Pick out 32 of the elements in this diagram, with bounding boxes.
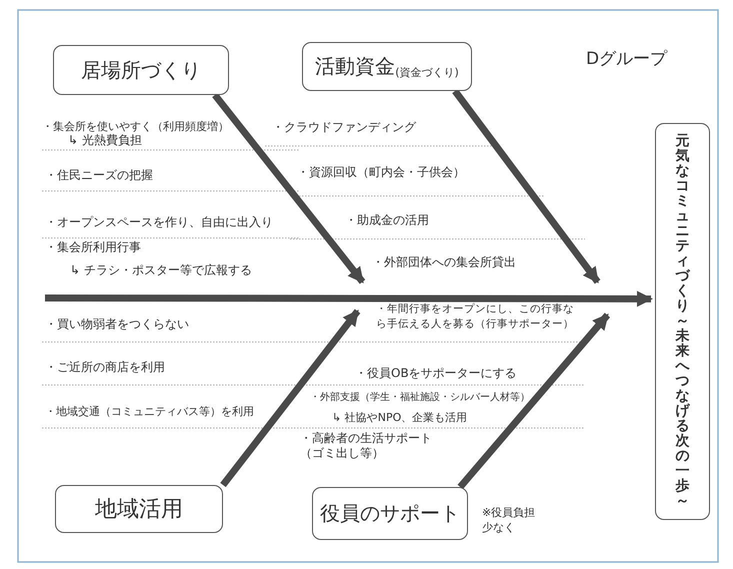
item-text: ・助成金の活用: [345, 213, 429, 228]
box-subheading: (資金づくり): [395, 65, 459, 81]
category-box: [302, 42, 472, 91]
item-text: ・地域交通（コミュニティバス等）を利用: [45, 404, 254, 419]
item-text: ・外部支援（学生・福祉施設・シルバー人材等）: [310, 390, 530, 405]
group-label: Dグループ: [586, 52, 668, 67]
item-text: ↳ チラシ・ポスター等で広報する: [70, 263, 252, 278]
item-text: ・資源回収（町内会・子供会）: [297, 165, 465, 180]
category-box: 居場所づくり: [53, 45, 229, 95]
item-text: ・外部団体への集会所貸出: [372, 255, 516, 270]
item-text: ・高齢者の生活サポート（ゴミ出し等）: [300, 431, 433, 461]
item-text: ・集会所利用行事: [45, 240, 141, 255]
effect-box: 元気なコミュニティづくり～未来へつなげる次の一歩～: [655, 123, 710, 520]
item-text: ・年間行事をオープンにし、この行事なら手伝える人を募る（行事サポーター）: [376, 302, 574, 332]
item-text: ・集会所を使いやすく（利用頻度増）: [42, 119, 229, 134]
arrow: [452, 88, 600, 284]
item-text: ・ご近所の商店を利用: [45, 360, 165, 375]
note-text: ※役員負担少なく: [482, 505, 536, 535]
item-text: ・住民ニーズの把握: [45, 168, 153, 183]
item-text: ・役員OBをサポーターにする: [355, 366, 517, 381]
item-text: ↳ 社協やNPO、企業も活用: [332, 410, 468, 425]
arrow: [45, 290, 653, 307]
arrow: [220, 309, 360, 488]
arrow: [212, 92, 366, 284]
item-text: ・オープンスペースを作り、自由に出入り: [45, 215, 273, 230]
box-heading: 活動資金: [315, 53, 396, 80]
arrow: [458, 312, 610, 490]
item-text: ・クラウドファンディング: [272, 120, 416, 135]
category-box: 地域活用: [55, 485, 223, 533]
item-text: ・買い物弱者をつくらない: [45, 317, 189, 332]
item-text: ↳ 光熱費負担: [68, 133, 142, 148]
category-box: 役員のサポート: [312, 487, 468, 540]
